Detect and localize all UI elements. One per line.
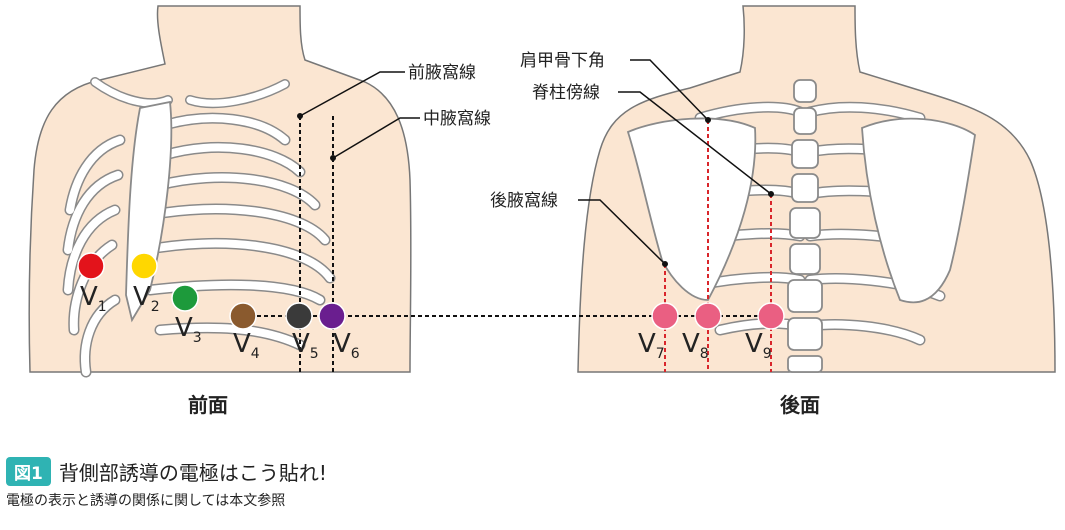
posterior-axillary-label: 後腋窩線 (490, 191, 558, 211)
paravertebral-label: 脊柱傍線 (532, 83, 600, 103)
figure-note: 電極の表示と誘導の関係に関しては本文参照 (6, 493, 286, 509)
back-view-label: 後面 (780, 393, 820, 417)
front-electrodes (77, 252, 346, 330)
electrode-v5 (285, 302, 313, 330)
front-torso (28, 5, 412, 378)
anterior-axillary-label: 前腋窩線 (408, 63, 476, 83)
label-v6-letter: V (333, 329, 351, 359)
back-spine (787, 79, 823, 373)
front-clavicle-left-in (186, 80, 289, 107)
label-v1-sub: 1 (98, 299, 107, 315)
scapula-angle-label: 肩甲骨下角 (520, 51, 605, 71)
svg-text:V6: V6 (333, 329, 360, 362)
label-v7-letter: V (638, 329, 656, 359)
svg-text:V8: V8 (682, 329, 709, 362)
electrode-v6 (318, 302, 346, 330)
back-electrodes (651, 302, 785, 330)
svg-text:V5: V5 (292, 329, 319, 362)
label-v6-sub: 6 (351, 346, 360, 362)
electrode-v2 (130, 252, 158, 280)
back-scapula-right (626, 117, 757, 301)
electrode-v1 (77, 252, 105, 280)
back-torso (577, 5, 1056, 373)
svg-text:V4: V4 (233, 329, 260, 362)
front-ribs (62, 112, 336, 378)
label-v2-letter: V (133, 282, 151, 312)
label-v7-sub: 7 (656, 346, 665, 362)
label-v3-sub: 3 (193, 330, 202, 346)
label-v8-letter: V (682, 329, 700, 359)
electrode-v9 (757, 302, 785, 330)
label-v9-letter: V (745, 329, 763, 359)
mid-axillary-label: 中腋窩線 (423, 109, 491, 129)
svg-text:V7: V7 (638, 329, 665, 362)
front-clavicle-right-in (91, 78, 172, 107)
scapula-angle-leader (630, 59, 709, 121)
label-v8-sub: 8 (700, 346, 709, 362)
back-guide-lines (578, 59, 774, 372)
label-v9-sub: 9 (763, 346, 772, 362)
svg-text:V2: V2 (133, 282, 160, 315)
label-v1-letter: V (80, 282, 98, 312)
electrode-labels: V1 V2 V3 V4 V5 V6 V7 V8 V9 (80, 282, 772, 362)
electrode-v7 (651, 302, 679, 330)
svg-text:V9: V9 (745, 329, 772, 362)
label-v4-sub: 4 (251, 346, 260, 362)
label-v5-sub: 5 (310, 346, 319, 362)
figure-caption: 図1 背側部誘導の電極はこう貼れ! (6, 457, 327, 486)
figure-badge: 図1 (6, 457, 51, 486)
label-v2-sub: 2 (151, 299, 160, 315)
svg-text:V3: V3 (175, 313, 202, 346)
mid-axillary-leader (332, 117, 420, 159)
label-v3-letter: V (175, 313, 193, 343)
front-body-skin (28, 5, 412, 373)
figure-title: 背側部誘導の電極はこう貼れ! (58, 461, 327, 485)
anterior-axillary-leader (299, 71, 405, 117)
label-v5-letter: V (292, 329, 310, 359)
posterior-axillary-leader (578, 199, 666, 265)
svg-text:V1: V1 (80, 282, 107, 315)
electrode-v8 (694, 302, 722, 330)
label-v4-letter: V (233, 329, 251, 359)
front-view-label: 前面 (188, 393, 228, 417)
paravertebral-leader (618, 91, 772, 195)
back-scapula-left (861, 117, 976, 304)
electrode-v4 (229, 302, 257, 330)
electrode-v3 (171, 284, 199, 312)
